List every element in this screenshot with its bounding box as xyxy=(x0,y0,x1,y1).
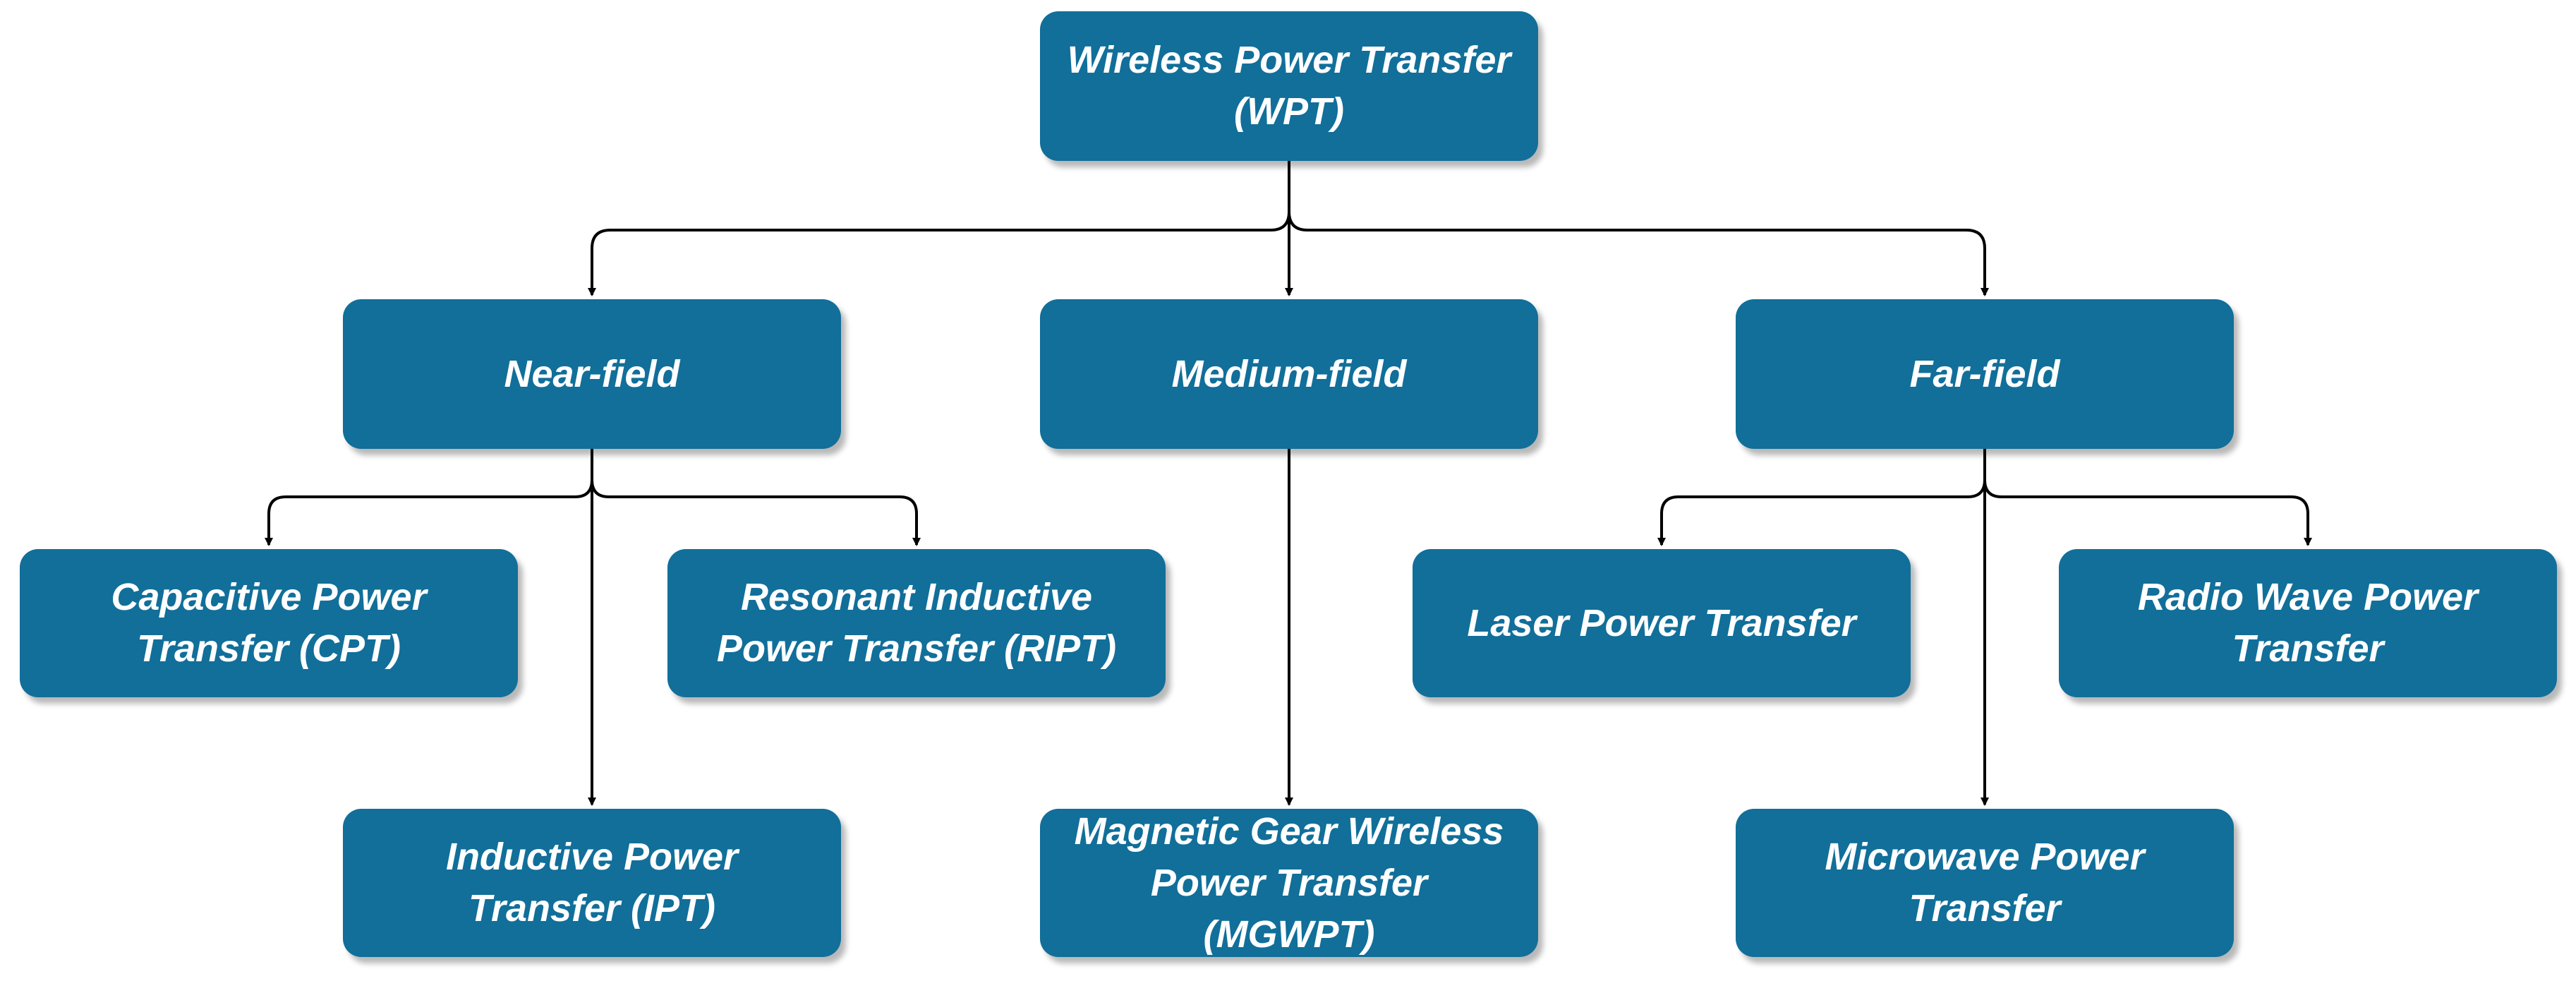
node-label: Microwave Power Transfer xyxy=(1825,836,2145,929)
connector-near-to-ript xyxy=(591,479,921,546)
node-resonant-inductive-power-transfer: Resonant Inductive Power Transfer (RIPT) xyxy=(667,549,1166,697)
node-label: Resonant Inductive Power Transfer (RIPT) xyxy=(716,576,1117,670)
node-magnetic-gear-wireless-power-transfer: Magnetic Gear Wireless Power Transfer (M… xyxy=(1040,809,1538,957)
node-radio-wave-power-transfer: Radio Wave Power Transfer xyxy=(2059,549,2557,697)
node-capacitive-power-transfer: Capacitive Power Transfer (CPT) xyxy=(20,549,518,697)
node-medium-field: Medium-field xyxy=(1040,299,1538,449)
node-label: Radio Wave Power Transfer xyxy=(2137,576,2479,670)
connector-far-to-laser xyxy=(1657,449,1986,546)
node-wireless-power-transfer: Wireless Power Transfer (WPT) xyxy=(1040,11,1538,161)
node-label: Far-field xyxy=(1909,352,2060,395)
node-label: Inductive Power Transfer (IPT) xyxy=(445,836,739,929)
node-laser-power-transfer: Laser Power Transfer xyxy=(1413,549,1911,697)
connector-far-to-radio xyxy=(1983,479,2312,546)
node-inductive-power-transfer: Inductive Power Transfer (IPT) xyxy=(343,809,841,957)
node-near-field: Near-field xyxy=(343,299,841,449)
node-label: Medium-field xyxy=(1171,352,1407,395)
node-label: Laser Power Transfer xyxy=(1467,601,1856,644)
connector-near-to-cpt xyxy=(265,449,593,546)
node-label: Capacitive Power Transfer (CPT) xyxy=(111,576,427,670)
node-label: Near-field xyxy=(504,352,680,395)
connector-root-to-near xyxy=(588,161,1290,296)
node-far-field: Far-field xyxy=(1736,299,2234,449)
node-microwave-power-transfer: Microwave Power Transfer xyxy=(1736,809,2234,957)
node-label: Wireless Power Transfer (WPT) xyxy=(1067,39,1511,133)
connector-root-to-far xyxy=(1288,211,1989,296)
node-label: Magnetic Gear Wireless Power Transfer (M… xyxy=(1074,810,1504,956)
